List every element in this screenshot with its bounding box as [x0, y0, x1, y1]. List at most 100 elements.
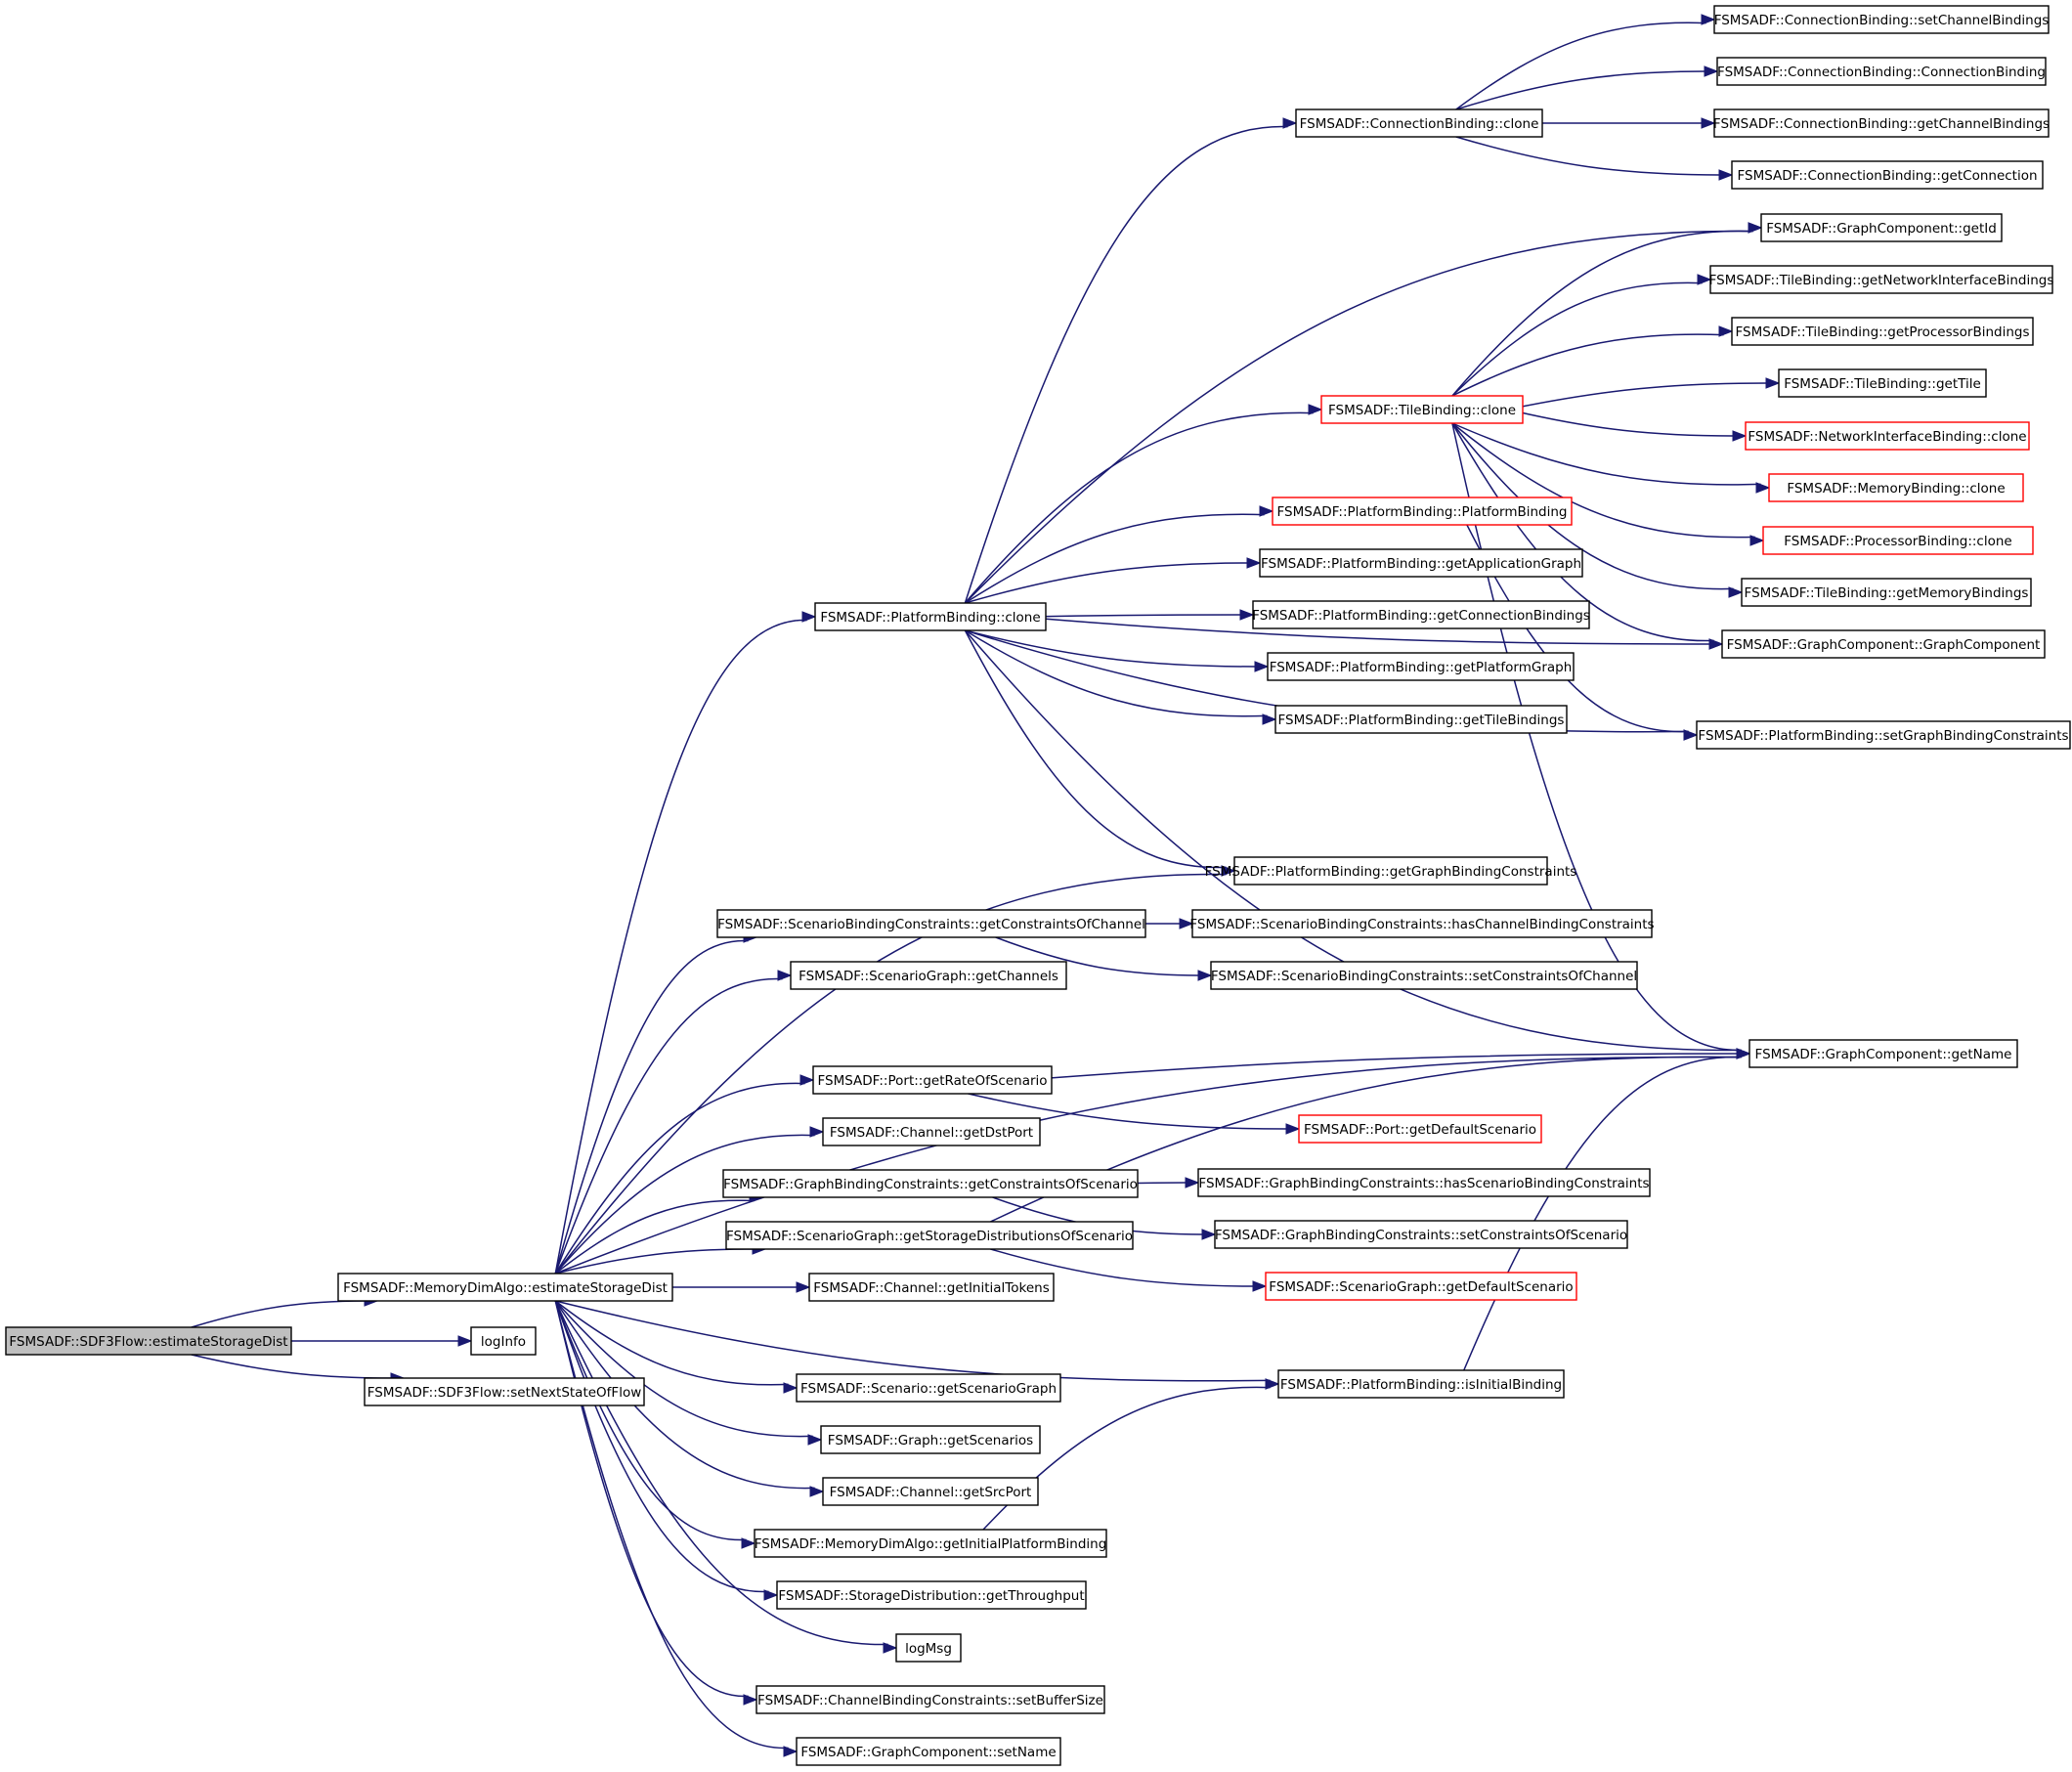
node-root[interactable]: FSMSADF::SDF3Flow::estimateStorageDist [5, 1326, 292, 1356]
node-label: FSMSADF::StorageDistribution::getThrough… [778, 1588, 1084, 1604]
edge-line [964, 411, 1314, 604]
node-cb-clone[interactable]: FSMSADF::ConnectionBinding::clone [1295, 108, 1543, 138]
node-box [808, 1273, 1055, 1302]
node-gbc-setCoS[interactable]: FSMSADF::GraphBindingConstraints::setCon… [1214, 1220, 1628, 1249]
node-logInfo[interactable]: logInfo [470, 1326, 537, 1356]
node-mda-getIPB[interactable]: FSMSADF::MemoryDimAlgo::getInitialPlatfo… [754, 1529, 1107, 1558]
node-cb-getConn[interactable]: FSMSADF::ConnectionBinding::getConnectio… [1731, 160, 2044, 190]
edge-line [1455, 22, 1706, 110]
node-pb-getGBC[interactable]: FSMSADF::PlatformBinding::getGraphBindin… [1205, 856, 1577, 886]
node-pb-isInit[interactable]: FSMSADF::PlatformBinding::isInitialBindi… [1277, 1369, 1565, 1399]
node-sg-getCh[interactable]: FSMSADF::ScenarioGraph::getChannels [790, 961, 1067, 990]
node-pb-getConnB[interactable]: FSMSADF::PlatformBinding::getConnectionB… [1252, 600, 1590, 629]
node-sg-getDef[interactable]: FSMSADF::ScenarioGraph::getDefaultScenar… [1265, 1272, 1577, 1301]
node-cbc-setBuf[interactable]: FSMSADF::ChannelBindingConstraints::setB… [755, 1685, 1105, 1714]
nodes-layer: FSMSADF::SDF3Flow::estimateStorageDistFS… [5, 5, 2071, 1766]
node-label: FSMSADF::Channel::getInitialTokens [813, 1280, 1050, 1296]
node-box [1778, 368, 1987, 398]
node-label: FSMSADF::Port::getDefaultScenario [1304, 1122, 1536, 1138]
node-label: FSMSADF::ProcessorBinding::clone [1784, 534, 2011, 549]
node-box [1210, 961, 1638, 990]
node-gc-getName[interactable]: FSMSADF::GraphComponent::getName [1748, 1039, 2018, 1068]
arrowhead-icon [1718, 325, 1734, 337]
edge-line [554, 1300, 789, 1750]
edge-cb_clone-to-cb_setCh [1455, 14, 1716, 110]
edge-port_getRate-to-port_getDef [968, 1093, 1301, 1135]
node-tb-getProc[interactable]: FSMSADF::TileBinding::getProcessorBindin… [1731, 317, 2034, 346]
node-box [812, 1065, 1053, 1095]
node-gc-setName[interactable]: FSMSADF::GraphComponent::setName [796, 1737, 1061, 1766]
arrowhead-icon [1239, 609, 1255, 621]
node-label: FSMSADF::Channel::getSrcPort [830, 1485, 1032, 1500]
node-g-getScen[interactable]: FSMSADF::Graph::getScenarios [820, 1425, 1041, 1454]
edge-line [964, 125, 1288, 604]
node-box [1745, 421, 2030, 451]
node-label: FSMSADF::Port::getRateOfScenario [817, 1073, 1047, 1089]
node-gbc-hasSBC[interactable]: FSMSADF::GraphBindingConstraints::hasSce… [1197, 1168, 1651, 1197]
edge-line [964, 629, 1227, 869]
edge-mda_est-to-port_getRate [554, 1074, 815, 1275]
edge-mda_est-to-ch_getSrc [554, 1300, 825, 1497]
node-sbc-setCoC[interactable]: FSMSADF::ScenarioBindingConstraints::set… [1210, 961, 1638, 990]
node-cb-setCh[interactable]: FSMSADF::ConnectionBinding::setChannelBi… [1713, 5, 2050, 34]
edge-line [1451, 422, 1734, 590]
node-cb-ctor[interactable]: FSMSADF::ConnectionBinding::ConnectionBi… [1716, 57, 2047, 86]
node-gc-ctor[interactable]: FSMSADF::GraphComponent::GraphComponent [1721, 629, 2046, 659]
edge-line [1451, 422, 1761, 486]
node-setNextState[interactable]: FSMSADF::SDF3Flow::setNextStateOfFlow [364, 1377, 645, 1406]
arrowhead-icon [1265, 1378, 1280, 1390]
node-sbc-hasCBC[interactable]: FSMSADF::ScenarioBindingConstraints::has… [1189, 909, 1655, 938]
node-pb-getPlat[interactable]: FSMSADF::PlatformBinding::getPlatformGra… [1267, 652, 1575, 681]
node-gbc-getCoS[interactable]: FSMSADF::GraphBindingConstraints::getCon… [722, 1169, 1139, 1198]
edge-line [1035, 617, 1711, 645]
node-box [1259, 548, 1583, 578]
edge-line [555, 1056, 1742, 1275]
edge-line [554, 1300, 813, 1438]
node-pb-getTileB[interactable]: FSMSADF::PlatformBinding::getTileBinding… [1274, 705, 1568, 734]
edge-tb_clone-to-tb_getProc [1451, 325, 1734, 397]
node-box [1731, 160, 2044, 190]
node-cb-getCh[interactable]: FSMSADF::ConnectionBinding::getChannelBi… [1713, 108, 2050, 138]
node-tb-clone[interactable]: FSMSADF::TileBinding::clone [1320, 395, 1524, 424]
arrowhead-icon [1282, 117, 1298, 129]
node-box [796, 1737, 1061, 1766]
node-tb-getMem[interactable]: FSMSADF::TileBinding::getMemoryBindings [1741, 578, 2032, 607]
node-nib-clone[interactable]: FSMSADF::NetworkInterfaceBinding::clone [1745, 421, 2030, 451]
edge-line [1513, 410, 1735, 437]
edge-cb_clone-to-cb_getConn [1455, 136, 1734, 181]
node-box [1272, 497, 1573, 526]
node-ch-getInit[interactable]: FSMSADF::Channel::getInitialTokens [808, 1273, 1055, 1302]
edge-line [554, 1199, 755, 1275]
edge-line [1451, 230, 1753, 397]
node-label: FSMSADF::TileBinding::getProcessorBindin… [1736, 324, 2030, 340]
node-label: FSMSADF::PlatformBinding::setGraphBindin… [1698, 728, 2068, 744]
node-pb-clone[interactable]: FSMSADF::PlatformBinding::clone [814, 602, 1047, 631]
node-box [895, 1633, 962, 1663]
node-pb-setGBC[interactable]: FSMSADF::PlatformBinding::setGraphBindin… [1696, 720, 2071, 750]
node-gc-getId[interactable]: FSMSADF::GraphComponent::getId [1760, 213, 2003, 242]
node-sbc-getCoC[interactable]: FSMSADF::ScenarioBindingConstraints::get… [716, 909, 1146, 938]
node-sc-getSG[interactable]: FSMSADF::Scenario::getScenarioGraph [796, 1373, 1061, 1403]
edge-line [1040, 1053, 1739, 1080]
node-tb-getTile[interactable]: FSMSADF::TileBinding::getTile [1778, 368, 1987, 398]
node-mda-est[interactable]: FSMSADF::MemoryDimAlgo::estimateStorageD… [337, 1273, 673, 1302]
node-ch-getDst[interactable]: FSMSADF::Channel::getDstPort [822, 1117, 1041, 1146]
node-logMsg[interactable]: logMsg [895, 1633, 962, 1663]
node-box [755, 1685, 1105, 1714]
node-port-getDef[interactable]: FSMSADF::Port::getDefaultScenario [1298, 1114, 1542, 1144]
node-port-getRate[interactable]: FSMSADF::Port::getRateOfScenario [812, 1065, 1053, 1095]
node-box [470, 1326, 537, 1356]
node-sd-getThr[interactable]: FSMSADF::StorageDistribution::getThrough… [776, 1580, 1087, 1610]
arrowhead-icon [1285, 1123, 1301, 1135]
node-tb-getNI[interactable]: FSMSADF::TileBinding::getNetworkInterfac… [1709, 265, 2054, 294]
arrowhead-icon [741, 1537, 756, 1549]
node-mb-clone[interactable]: FSMSADF::MemoryBinding::clone [1768, 473, 2024, 502]
arrowhead-icon [799, 1074, 815, 1086]
node-procb-clone[interactable]: FSMSADF::ProcessorBinding::clone [1762, 526, 2034, 555]
node-sg-getSD[interactable]: FSMSADF::ScenarioGraph::getStorageDistri… [725, 1221, 1134, 1250]
node-label: FSMSADF::ConnectionBinding::getConnectio… [1737, 168, 2037, 184]
node-box [1265, 1272, 1577, 1301]
node-ch-getSrc[interactable]: FSMSADF::Channel::getSrcPort [822, 1477, 1039, 1506]
node-pb-getApp[interactable]: FSMSADF::PlatformBinding::getApplication… [1259, 548, 1583, 578]
node-pb-ctor[interactable]: FSMSADF::PlatformBinding::PlatformBindin… [1272, 497, 1573, 526]
